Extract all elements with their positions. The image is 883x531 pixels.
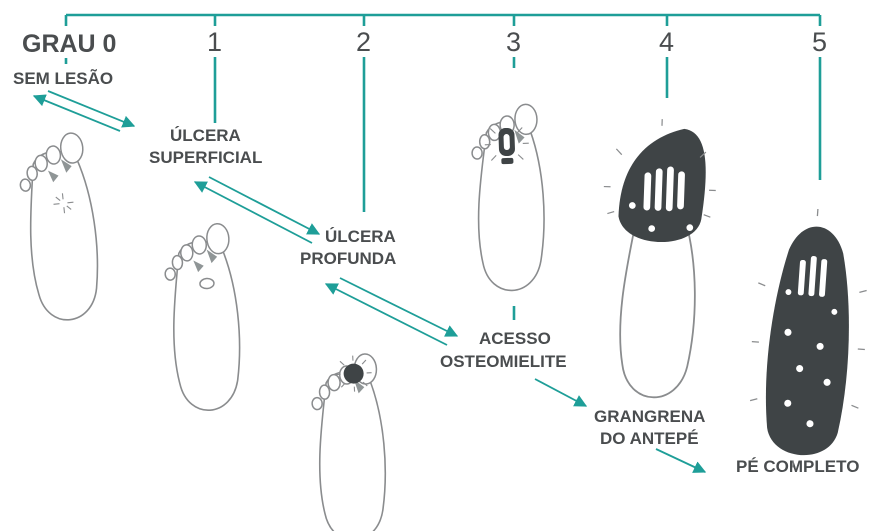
stage-2-label-line2: PROFUNDA xyxy=(300,249,396,268)
foot-grade-1-icon xyxy=(162,223,245,413)
foot-grade-4-icon xyxy=(597,117,719,399)
foot-grade-3-icon xyxy=(470,104,546,292)
stage-0-label: SEM LESÃO xyxy=(13,68,113,88)
foot-grade-0-icon xyxy=(15,132,104,324)
grade-3-label: 3 xyxy=(506,27,521,57)
foot-grade-5-icon xyxy=(743,205,874,472)
grade-2-label: 2 xyxy=(356,27,371,57)
grade-5-label: 5 xyxy=(812,27,827,57)
stage-1-label-line1: ÚLCERA xyxy=(170,126,241,145)
grade-1-label: 1 xyxy=(207,27,222,57)
stage-2-label-line1: ÚLCERA xyxy=(325,227,396,246)
stage-5-label: PÉ COMPLETO xyxy=(736,457,859,476)
stage-1-label-line2: SUPERFICIAL xyxy=(149,148,262,167)
foot-grade-2-icon xyxy=(310,353,389,531)
stage-3-label-line2: OSTEOMIELITE xyxy=(440,352,567,371)
stage-3-label-line1: ACESSO xyxy=(479,329,551,348)
grade-0-label: GRAU 0 xyxy=(22,30,116,58)
stage-4-label-line1: GRANGRENA xyxy=(594,407,705,426)
top-connector-line xyxy=(66,15,820,26)
stage-4-label-line2: DO ANTEPÉ xyxy=(600,429,699,448)
grade-4-label: 4 xyxy=(659,27,674,57)
